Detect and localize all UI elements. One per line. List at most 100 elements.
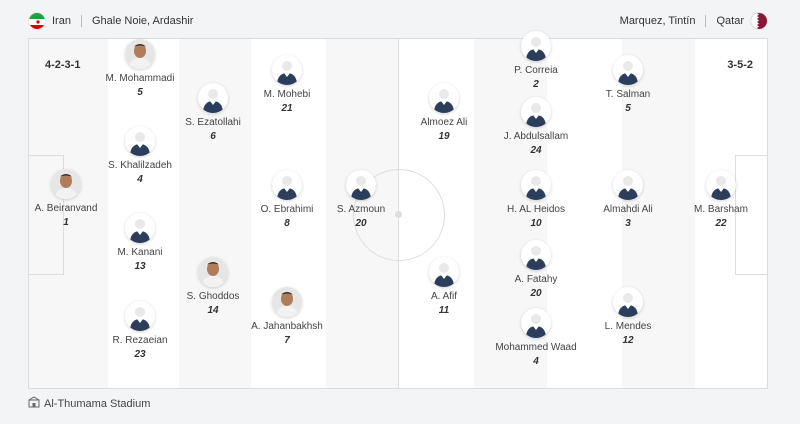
player-kit-icon	[272, 170, 302, 200]
player-number: 24	[530, 145, 542, 156]
pitch-stripe	[547, 39, 622, 388]
away-team[interactable]: Marquez, Tintín Qatar	[620, 12, 768, 30]
home-coach: Ghale Noie, Ardashir	[91, 15, 194, 27]
home-player[interactable]: S. Ezatollahi 6	[158, 83, 268, 144]
home-team[interactable]: Iran Ghale Noie, Ardashir	[28, 12, 193, 30]
player-number: 22	[715, 218, 727, 229]
divider	[705, 15, 707, 27]
player-name: O. Ebrahimi	[260, 204, 314, 215]
player-number: 5	[137, 87, 143, 98]
away-penalty-area	[735, 155, 767, 275]
qatar-flag-icon	[750, 12, 768, 30]
player-number: 1	[63, 217, 69, 228]
home-player[interactable]: A. Beiranvand 1	[11, 169, 121, 230]
player-number: 6	[210, 131, 216, 142]
player-kit-icon	[125, 213, 155, 243]
player-kit-icon	[521, 308, 551, 338]
player-name: M. Mohammadi	[105, 73, 175, 84]
player-number: 3	[625, 218, 631, 229]
player-name: R. Rezaeian	[112, 335, 168, 346]
away-player[interactable]: P. Correia 2	[481, 31, 591, 92]
player-name: Almahdi Ali	[603, 204, 653, 215]
away-player[interactable]: T. Salman 5	[573, 55, 683, 116]
away-coach: Marquez, Tintín	[619, 15, 696, 27]
pitch: 4-2-3-1 3-5-2	[28, 38, 768, 389]
player-kit-icon	[429, 257, 459, 287]
away-player[interactable]: J. Abdulsallam 24	[481, 97, 591, 158]
player-kit-icon	[521, 240, 551, 270]
player-name: S. Ezatollahi	[185, 117, 241, 128]
player-kit-icon	[613, 170, 643, 200]
player-name: A. Fatahy	[514, 274, 558, 285]
away-player[interactable]: H. AL Heidos 10	[481, 170, 591, 231]
player-name: A. Afif	[430, 291, 458, 302]
player-name: H. AL Heidos	[507, 204, 565, 215]
venue-name: Al-Thumama Stadium	[44, 397, 151, 410]
pitch-stripe	[251, 39, 326, 388]
pitch-stripe	[695, 39, 767, 388]
player-kit-icon	[125, 301, 155, 331]
away-player[interactable]: Almoez Ali 19	[389, 83, 499, 144]
stadium-icon	[28, 396, 40, 411]
player-kit-icon	[521, 97, 551, 127]
player-kit-icon	[613, 287, 643, 317]
away-player[interactable]: L. Mendes 12	[573, 287, 683, 348]
player-number: 21	[281, 103, 293, 114]
center-spot	[395, 211, 402, 218]
lineup-header: Iran Ghale Noie, Ardashir Marquez, Tintí…	[28, 8, 768, 34]
player-photo	[272, 287, 302, 317]
player-name: S. Khalilzadeh	[108, 160, 172, 171]
player-name: M. Barsham	[694, 204, 748, 215]
player-kit-icon	[521, 31, 551, 61]
away-player[interactable]: Mohammed Waad 4	[481, 308, 591, 369]
player-kit-icon	[613, 55, 643, 85]
player-number: 14	[207, 305, 219, 316]
home-player[interactable]: M. Mohammadi 5	[85, 39, 195, 100]
away-player[interactable]: Almahdi Ali 3	[573, 170, 683, 231]
player-number: 19	[438, 131, 450, 142]
away-player[interactable]: M. Barsham 22	[666, 170, 776, 231]
player-number: 20	[355, 218, 367, 229]
player-name: L. Mendes	[604, 321, 652, 332]
player-number: 10	[530, 218, 542, 229]
player-name: Almoez Ali	[420, 117, 468, 128]
player-number: 4	[137, 174, 143, 185]
player-name: T. Salman	[605, 89, 651, 100]
away-team-name: Qatar	[716, 15, 744, 27]
player-name: A. Jahanbakhsh	[251, 321, 323, 332]
venue: Al-Thumama Stadium	[28, 396, 150, 411]
player-number: 13	[134, 261, 146, 272]
player-name: P. Correia	[514, 65, 558, 76]
player-kit-icon	[198, 83, 228, 113]
away-formation: 3-5-2	[727, 59, 753, 71]
player-kit-icon	[272, 55, 302, 85]
player-photo	[198, 257, 228, 287]
iran-flag-icon	[28, 12, 46, 30]
player-name: A. Beiranvand	[34, 203, 98, 214]
player-number: 2	[533, 79, 539, 90]
player-name: S. Ghoddos	[186, 291, 240, 302]
player-number: 4	[533, 356, 539, 367]
player-kit-icon	[125, 126, 155, 156]
divider	[80, 15, 82, 27]
home-player[interactable]: S. Ghoddos 14	[158, 257, 268, 318]
home-formation: 4-2-3-1	[45, 59, 81, 71]
player-name: Mohammed Waad	[495, 342, 577, 353]
player-number: 5	[625, 103, 631, 114]
player-kit-icon	[521, 170, 551, 200]
player-name: J. Abdulsallam	[503, 131, 569, 142]
player-photo	[125, 39, 155, 69]
home-team-name: Iran	[52, 15, 71, 27]
player-number: 12	[622, 335, 634, 346]
home-player[interactable]: S. Khalilzadeh 4	[85, 126, 195, 187]
player-kit-icon	[706, 170, 736, 200]
